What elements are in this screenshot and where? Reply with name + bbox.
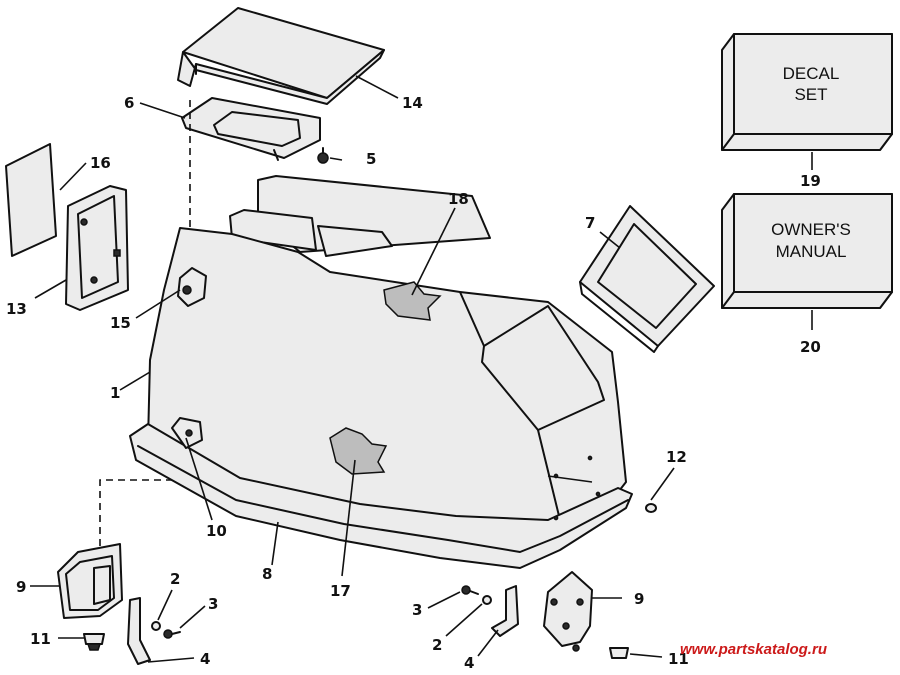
callout-12: 12 — [666, 448, 687, 466]
latch-10-part — [171, 417, 203, 449]
latch-knob-15-part — [177, 267, 207, 307]
plug-11-right-part — [609, 647, 629, 659]
hinge-9-right-part — [543, 571, 593, 652]
plug-11-left-part — [83, 633, 105, 651]
bracket-4-right-part — [491, 585, 519, 637]
screw-3-left-part — [163, 629, 181, 639]
callout-9-right: 9 — [634, 590, 644, 608]
screw-3-right-part — [461, 585, 479, 595]
callout-16: 16 — [90, 154, 111, 172]
callout-3-left: 3 — [208, 595, 218, 613]
callout-17: 17 — [330, 582, 351, 600]
callout-6: 6 — [124, 94, 134, 112]
foam-pad-17-part — [329, 427, 388, 475]
callout-7: 7 — [585, 214, 595, 232]
callout-5: 5 — [366, 150, 376, 168]
callout-13: 13 — [6, 300, 27, 318]
callout-2-right: 2 — [432, 636, 442, 654]
owners-manual-box: OWNER'S MANUAL — [721, 193, 893, 309]
callout-labels: 1 2 2 3 3 4 4 5 6 7 8 9 9 10 11 11 12 13… — [6, 94, 821, 672]
callout-15: 15 — [110, 314, 131, 332]
motor-cover-part — [129, 175, 633, 569]
watermark-text: www.partskatalog.ru — [680, 641, 827, 658]
bracket-4-left-part — [127, 597, 151, 665]
decal-box-line1: DECAL — [783, 64, 840, 83]
callout-4-left: 4 — [200, 650, 210, 668]
gasket-16-part — [5, 143, 57, 257]
manual-box-line1: OWNER'S — [771, 220, 851, 239]
plug-12-part — [645, 503, 657, 513]
manual-box-line2: MANUAL — [776, 242, 847, 261]
callout-3-right: 3 — [412, 601, 422, 619]
decal-box-line2: SET — [794, 85, 827, 104]
callout-10: 10 — [206, 522, 227, 540]
callout-18: 18 — [448, 190, 469, 208]
hinge-9-left-part — [57, 543, 123, 619]
leader-lines — [30, 75, 813, 663]
washer-2-right-part — [482, 595, 492, 605]
callout-14: 14 — [402, 94, 423, 112]
callout-9-left: 9 — [16, 578, 26, 596]
callout-11-right: 11 — [668, 650, 689, 668]
callout-19: 19 — [800, 172, 821, 190]
callout-2-left: 2 — [170, 570, 180, 588]
washer-2-left-part — [151, 621, 161, 631]
grommet-ring-part — [181, 97, 321, 161]
top-cover-part — [177, 7, 385, 105]
callout-4-right: 4 — [464, 654, 474, 672]
callout-8: 8 — [262, 565, 272, 583]
callout-11-left: 11 — [30, 630, 51, 648]
screw-5-part — [317, 147, 329, 164]
decal-set-box: DECAL SET — [721, 33, 893, 151]
frame-13-part — [65, 185, 129, 311]
callout-1: 1 — [110, 384, 120, 402]
callout-20: 20 — [800, 338, 821, 356]
alignment-line-left — [99, 479, 185, 548]
window-panel-7-part — [579, 205, 715, 353]
